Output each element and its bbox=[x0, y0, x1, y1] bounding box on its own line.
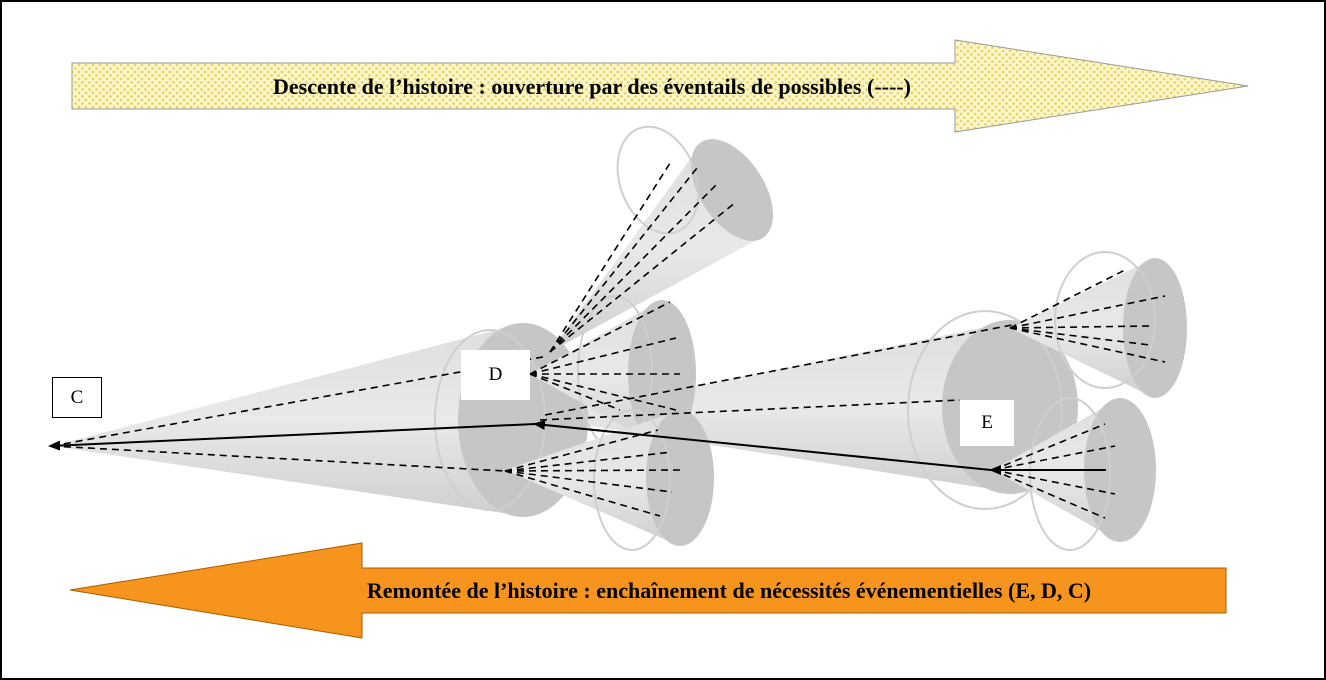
descent-arrow: Descente de l’histoire : ouverture par d… bbox=[71, 39, 1249, 133]
ascent-arrow-label: Remontée de l’histoire : enchaînement de… bbox=[367, 578, 1091, 603]
arrow-d-to-c bbox=[48, 423, 536, 451]
ascent-arrow: Remontée de l’histoire : enchaînement de… bbox=[69, 542, 1227, 639]
necessity-path bbox=[48, 420, 1106, 475]
arrow-e-to-d bbox=[533, 420, 992, 471]
node-d-label: D bbox=[461, 350, 530, 400]
cone-d-lower bbox=[505, 409, 714, 551]
node-c-label: C bbox=[52, 377, 102, 418]
cone-e-upper bbox=[1010, 251, 1187, 398]
node-e-label: E bbox=[960, 400, 1014, 446]
descent-arrow-label: Descente de l’histoire : ouverture par d… bbox=[273, 74, 911, 99]
